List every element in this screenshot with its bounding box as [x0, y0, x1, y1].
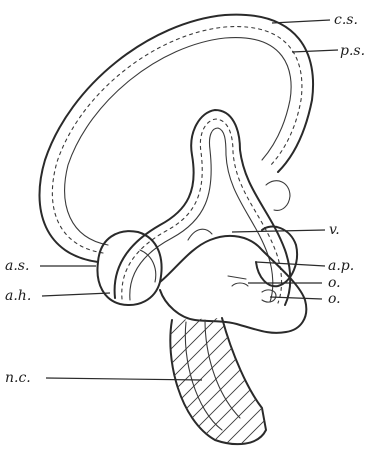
label-ah: a.h.	[5, 288, 31, 304]
ampullae	[97, 181, 297, 305]
leader-ap	[256, 262, 325, 266]
label-o1: o.	[328, 275, 341, 291]
vestibule	[160, 229, 306, 333]
label-cs: c.s.	[334, 12, 358, 28]
label-as: a.s.	[5, 258, 29, 274]
leader-o2	[270, 297, 322, 299]
label-v: v.	[329, 222, 340, 238]
label-ap: a.p.	[328, 258, 354, 274]
leader-ps	[292, 50, 338, 52]
posterior-canal	[115, 110, 291, 305]
label-o2: o.	[328, 291, 341, 307]
label-nc: n.c.	[5, 370, 31, 386]
leader-v	[232, 230, 325, 232]
leader-cs	[272, 20, 330, 23]
leader-lines	[40, 20, 338, 380]
label-ps: p.s.	[340, 43, 365, 59]
leader-ah	[42, 293, 110, 296]
leader-nc	[46, 378, 202, 380]
